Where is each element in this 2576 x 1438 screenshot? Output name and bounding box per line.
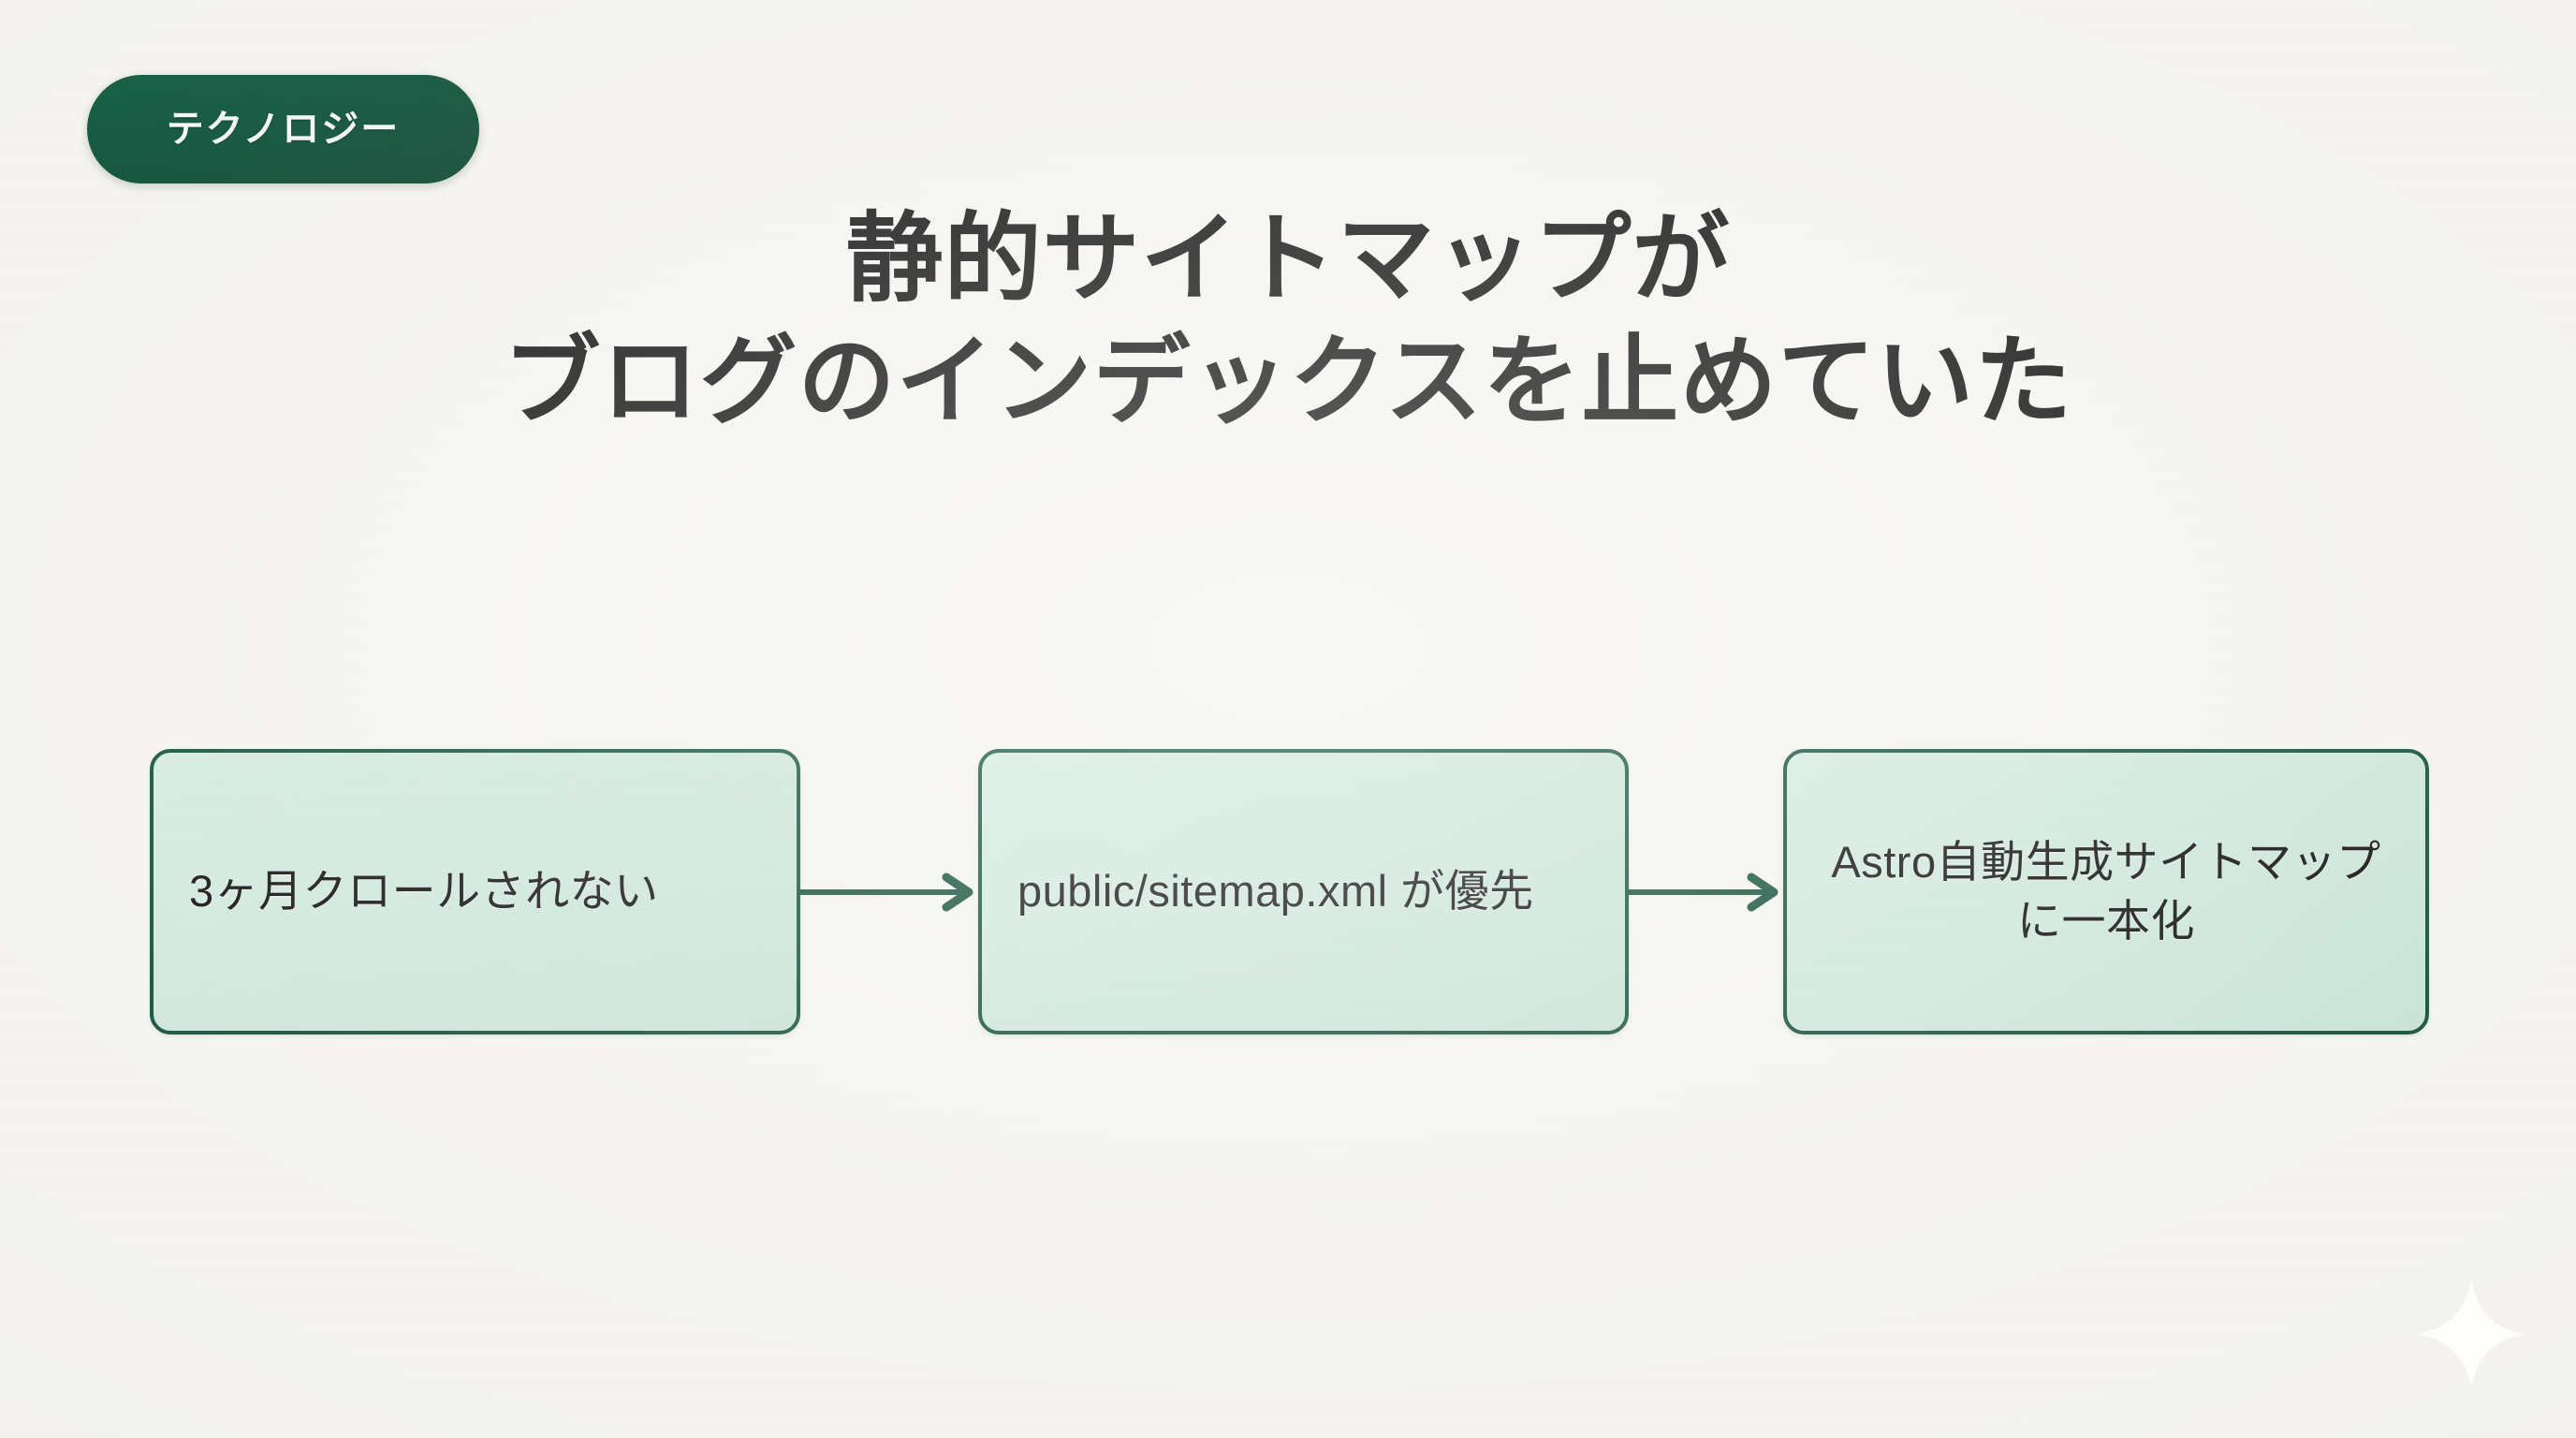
sparkle-icon: [2413, 1276, 2529, 1392]
page-title-line-2: ブログのインデックスを止めていた: [503, 328, 2073, 437]
category-badge: テクノロジー: [87, 75, 479, 183]
category-badge-label: テクノロジー: [166, 109, 401, 150]
sparkle-icon: [2415, 1278, 2527, 1390]
page-title-line-1: 静的サイトマップが: [845, 205, 1731, 314]
arrow-right-icon: [1629, 873, 1778, 912]
flow-connector-1: [800, 873, 978, 912]
flow-connector-2: [1629, 873, 1783, 912]
flow-step-2: public/sitemap.xml が優先: [978, 749, 1629, 1034]
flow-step-3-label: Astro自動生成サイトマップに一本化: [1831, 836, 2381, 946]
page-title: 静的サイトマップが ブログのインデックスを止めていた: [0, 198, 2576, 444]
arrow-right-icon: [800, 873, 973, 912]
flow-step-2-label: public/sitemap.xml が優先: [1017, 866, 1534, 917]
flow-step-1-label: 3ヶ月クロールされない: [189, 866, 659, 917]
flow-diagram: 3ヶ月クロールされない public/sitemap.xml が優先 Astro…: [0, 749, 2576, 1039]
flow-step-3: Astro自動生成サイトマップに一本化: [1783, 749, 2429, 1034]
flow-step-1: 3ヶ月クロールされない: [150, 749, 800, 1034]
